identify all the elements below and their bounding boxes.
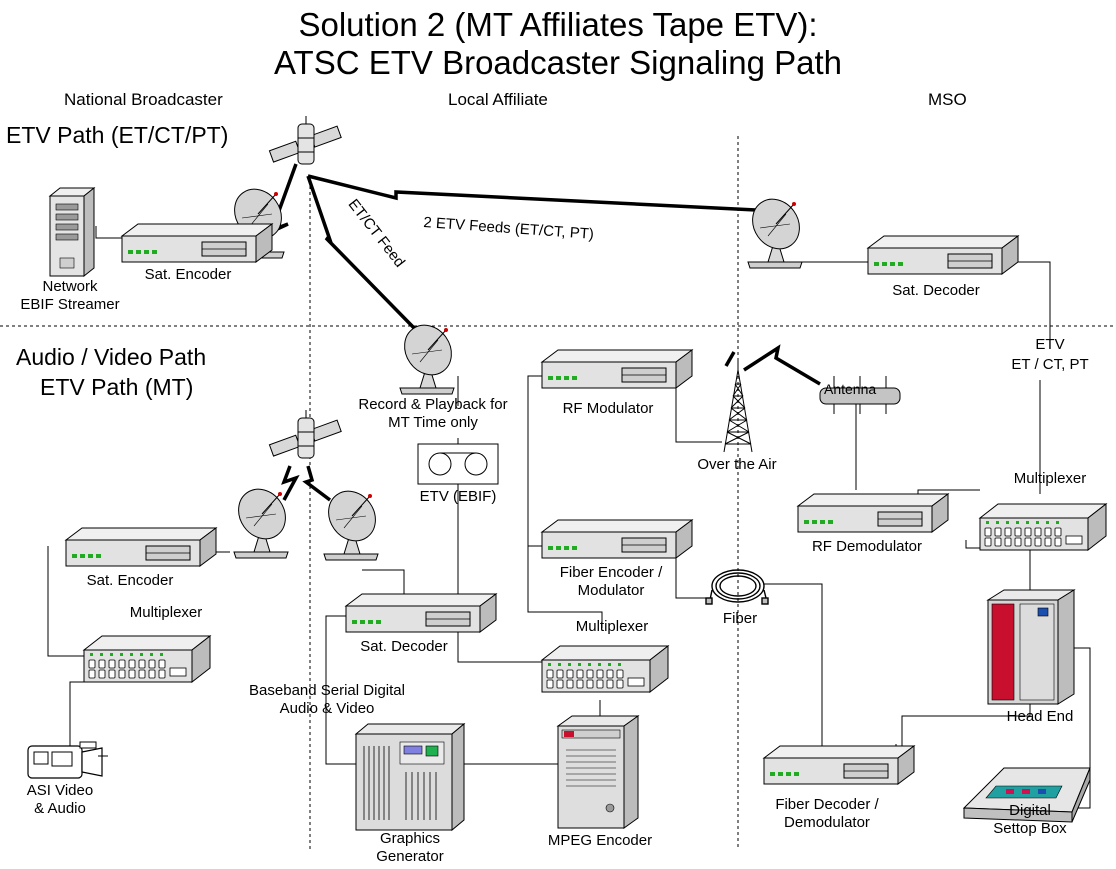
satellite-dish-icon-local-bottom xyxy=(318,481,386,561)
server-icon xyxy=(48,186,96,278)
asi-label-line-2: & Audio xyxy=(34,800,86,817)
fiber-encoder-label-line-1: Fiber Encoder / xyxy=(559,564,663,581)
fiber-encoder-label-line-2: Modulator xyxy=(577,582,645,599)
graphics-generator-label-line-1: Graphics xyxy=(379,830,441,847)
settop-label-line-1: Digital xyxy=(1009,802,1051,819)
head-end-icon xyxy=(986,589,1076,705)
antenna-label: Antenna xyxy=(824,381,877,397)
fiber-coil-icon xyxy=(705,569,769,605)
fiber-decoder-icon xyxy=(763,745,915,785)
sat-encoder-label-top: Sat. Encoder xyxy=(144,266,232,283)
satellite-dish-icon-national-bottom xyxy=(228,479,296,559)
record-playback-label-line-1: Record & Playback for xyxy=(358,396,508,413)
region-label-national: National Broadcaster xyxy=(64,90,223,109)
sat-decoder-label-mso: Sat. Decoder xyxy=(892,282,980,299)
rf-modulator-icon xyxy=(541,349,693,389)
multiplexer-label-local: Multiplexer xyxy=(575,618,649,635)
title-line-2: ATSC ETV Broadcaster Signaling Path xyxy=(274,44,842,81)
rf-modulator-label: RF Modulator xyxy=(562,400,654,417)
sat-encoder-icon-top xyxy=(121,223,273,263)
mpeg-encoder-icon xyxy=(556,715,640,829)
fiber-encoder-icon xyxy=(541,519,693,559)
rf-demodulator-label: RF Demodulator xyxy=(811,538,923,555)
fiber-decoder-label-line-2: Demodulator xyxy=(784,814,870,831)
broadcast-tower-icon xyxy=(723,360,753,453)
satellite-dish-icon-mso xyxy=(742,189,810,269)
mpeg-encoder-label: MPEG Encoder xyxy=(547,832,653,849)
antenna-icon xyxy=(819,376,901,414)
av-path-label-line-1: Audio / Video Path xyxy=(16,344,207,370)
sat-decoder-label-local: Sat. Decoder xyxy=(360,638,448,655)
satellite-dish-icon-local-record xyxy=(394,315,462,395)
settop-label-line-2: Settop Box xyxy=(993,820,1067,837)
sat-decoder-icon-local xyxy=(345,593,497,633)
title-line-1: Solution 2 (MT Affiliates Tape ETV): xyxy=(298,6,818,43)
multiplexer-label-national: Multiplexer xyxy=(129,604,203,621)
settop-box-icon xyxy=(962,767,1091,823)
etv-ebif-label: ETV (EBIF) xyxy=(419,488,497,505)
sat-encoder-icon-bottom xyxy=(65,527,217,567)
graphics-generator-icon xyxy=(354,722,466,832)
baseband-label-line-1: Baseband Serial Digital xyxy=(249,682,405,699)
etv-types-label-line-2: ET / CT, PT xyxy=(1011,356,1089,373)
multiplexer-icon-mso xyxy=(979,503,1107,551)
multiplexer-label-mso: Multiplexer xyxy=(1013,470,1087,487)
tape-recorder-icon xyxy=(417,443,499,485)
satellite-links xyxy=(261,163,821,502)
rf-demodulator-icon xyxy=(797,493,949,533)
asi-label-line-1: ASI Video xyxy=(26,782,94,799)
region-label-mso: MSO xyxy=(928,90,967,109)
satellite-icon-top xyxy=(268,115,342,165)
camcorder-icon xyxy=(27,741,108,779)
over-the-air-label: Over the Air xyxy=(697,456,777,473)
multiplexer-icon-local xyxy=(541,645,669,693)
head-end-label: Head End xyxy=(1006,708,1074,725)
fiber-decoder-label-line-1: Fiber Decoder / xyxy=(775,796,879,813)
network-ebif-label-line-1: Network xyxy=(42,278,98,295)
network-ebif-label-line-2: EBIF Streamer xyxy=(20,296,120,313)
fiber-label: Fiber xyxy=(722,610,758,627)
baseband-label-line-2: Audio & Video xyxy=(279,700,375,717)
sat-decoder-icon-mso xyxy=(867,235,1019,275)
av-path-label-line-2: ETV Path (MT) xyxy=(40,374,194,400)
etv-path-label: ETV Path (ET/CT/PT) xyxy=(6,122,229,148)
graphics-generator-label-line-2: Generator xyxy=(376,848,444,865)
etv-types-label-line-1: ETV xyxy=(1035,336,1065,353)
record-playback-label-line-2: MT Time only xyxy=(388,414,478,431)
multiplexer-icon-national xyxy=(83,635,211,683)
satellite-icon-bottom xyxy=(268,409,342,459)
sat-encoder-label-bottom: Sat. Encoder xyxy=(86,572,174,589)
region-label-local: Local Affiliate xyxy=(448,90,548,109)
